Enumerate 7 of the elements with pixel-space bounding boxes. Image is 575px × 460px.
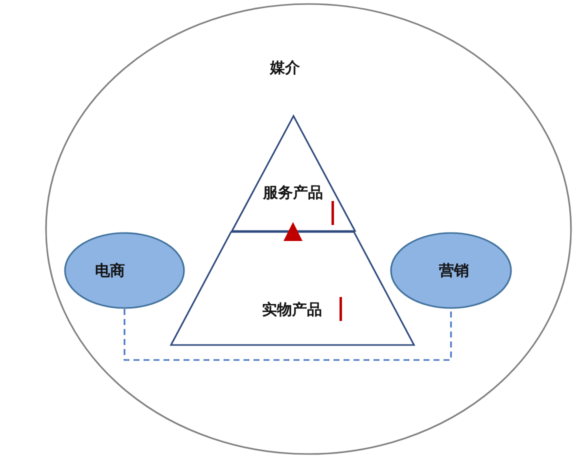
node-label: 服务产品 [263, 184, 323, 202]
node-label: 营销 [439, 262, 469, 280]
dashed-line [124, 309, 452, 361]
node-label: 媒介 [270, 58, 300, 78]
node-label: 电商 [95, 262, 125, 280]
node-label: 实物产品 [262, 300, 322, 320]
block-arrow [284, 222, 302, 241]
